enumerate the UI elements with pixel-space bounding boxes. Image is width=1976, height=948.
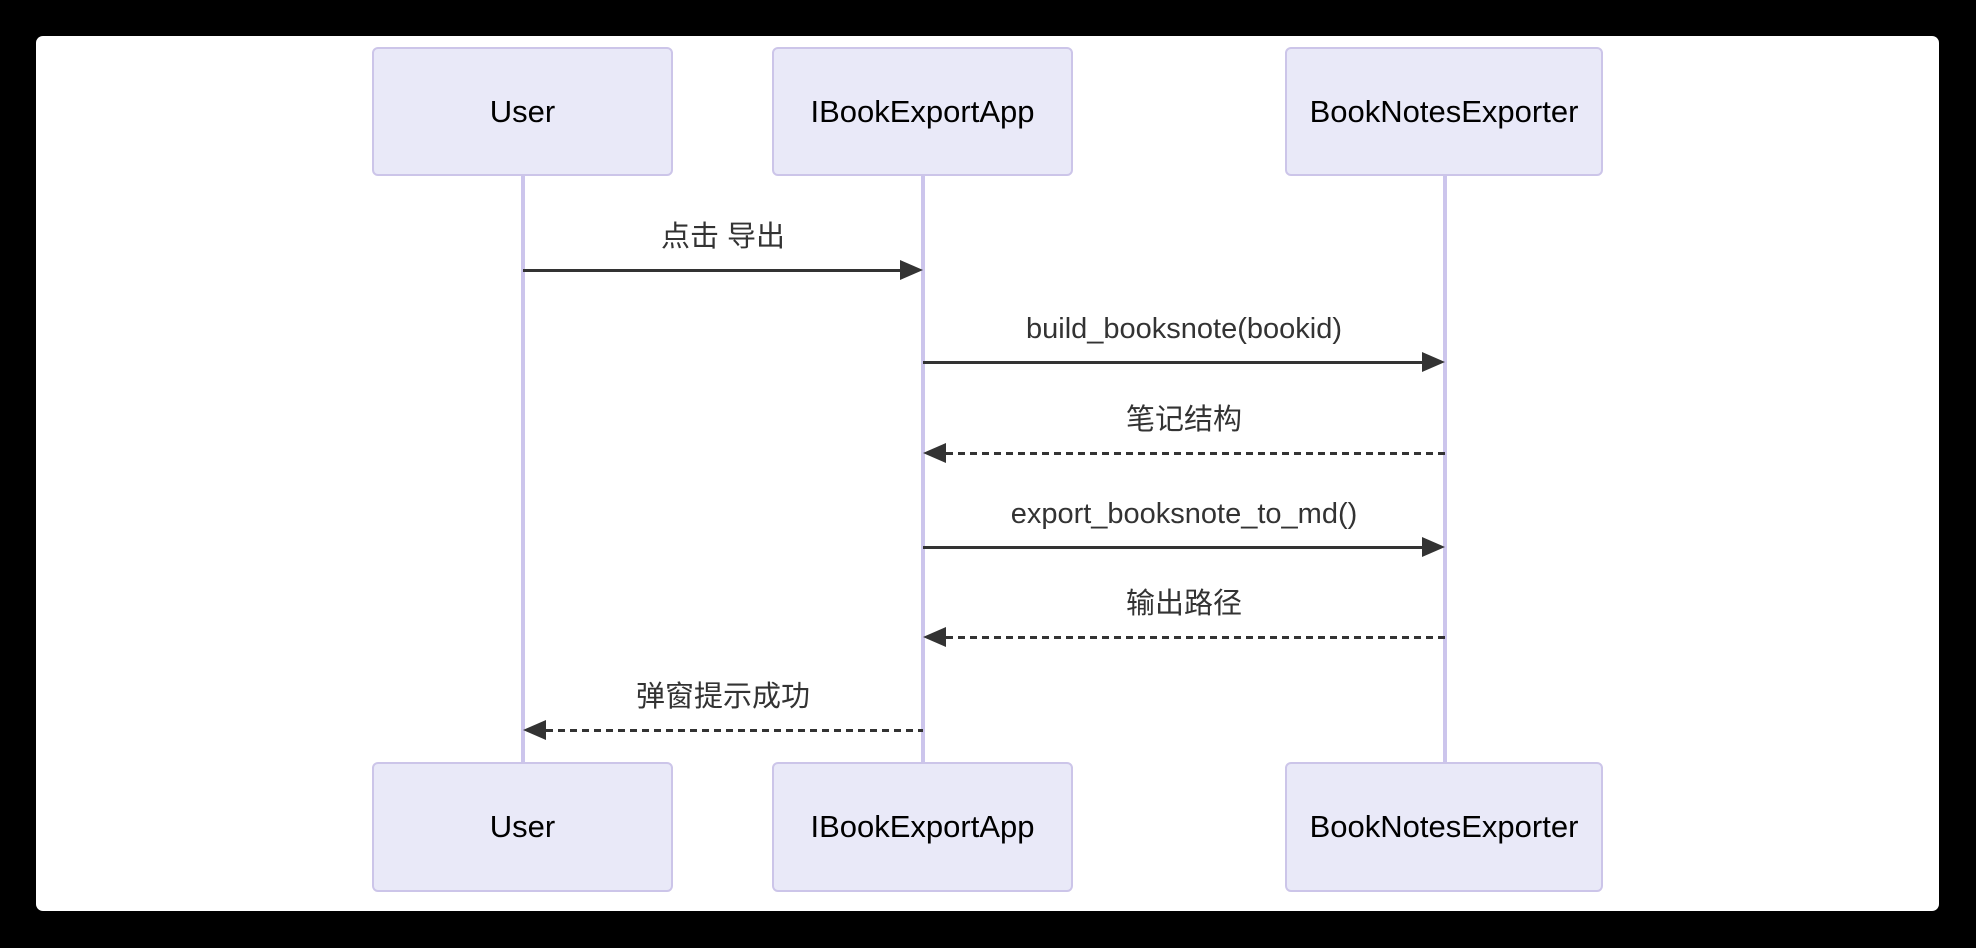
actor-label-exporter-bottom: BookNotesExporter	[1309, 809, 1579, 844]
message-2-arrowhead-icon	[1422, 352, 1445, 372]
message-4-arrowhead-icon	[1422, 537, 1445, 557]
actor-label-user-top: User	[489, 93, 556, 129]
lifeline-app	[921, 176, 925, 762]
message-1-arrowhead-icon	[900, 260, 923, 280]
message-1-label: 点击 导出	[660, 221, 786, 253]
actor-label-app-top: IBookExportApp	[810, 93, 1035, 129]
actor-label-app-bottom: IBookExportApp	[810, 809, 1035, 844]
actor-label-exporter-top: BookNotesExporter	[1309, 93, 1579, 129]
actor-box-exporter-bottom: BookNotesExporter	[1285, 762, 1603, 892]
actor-box-user-bottom: User	[372, 762, 673, 892]
actor-box-exporter-top: BookNotesExporter	[1285, 47, 1603, 176]
message-5-label: 输出路径	[1125, 588, 1242, 620]
actor-box-app-bottom: IBookExportApp	[772, 762, 1073, 892]
message-2-label: build_booksnote(bookid)	[1026, 313, 1342, 345]
message-3-line	[946, 452, 1445, 455]
sequence-diagram-canvas: User IBookExportApp BookNotesExporter Us…	[36, 36, 1939, 911]
message-3-label: 笔记结构	[1125, 404, 1242, 436]
message-3-arrowhead-icon	[923, 443, 946, 463]
message-5-line	[946, 636, 1445, 639]
message-5-arrowhead-icon	[923, 627, 946, 647]
actor-box-app-top: IBookExportApp	[772, 47, 1073, 176]
message-6-arrowhead-icon	[523, 720, 546, 740]
message-6-line	[546, 729, 923, 732]
message-2-line	[923, 361, 1425, 364]
actor-box-user-top: User	[372, 47, 673, 176]
message-4-label: export_booksnote_to_md()	[1010, 498, 1358, 530]
message-4-line	[923, 546, 1425, 549]
message-1-line	[523, 269, 903, 272]
lifeline-exporter	[1443, 176, 1447, 762]
lifeline-user	[521, 176, 525, 762]
message-6-label: 弹窗提示成功	[635, 681, 810, 713]
actor-label-user-bottom: User	[489, 809, 556, 844]
